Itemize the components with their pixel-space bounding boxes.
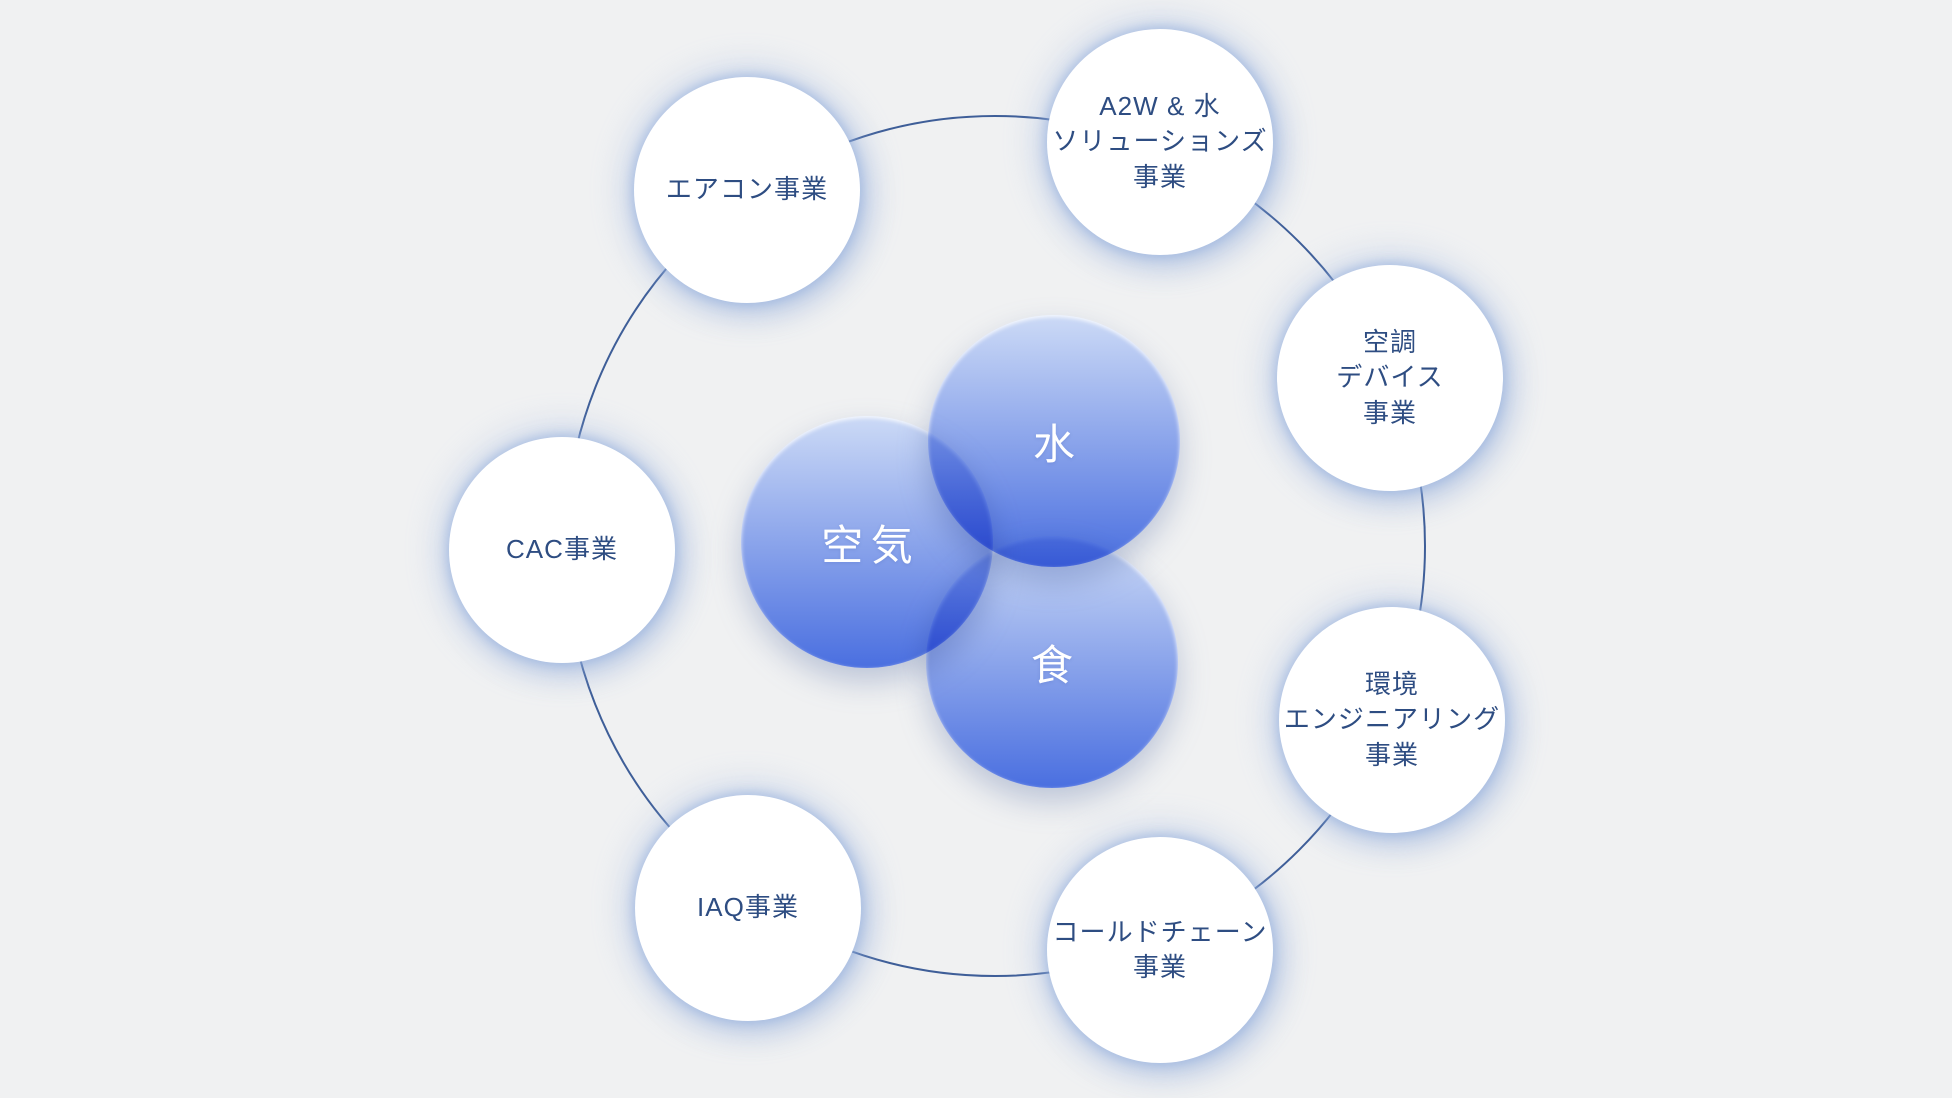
- business-circle-cac: CAC事業: [449, 437, 675, 663]
- business-label-iaq: IAQ事業: [697, 892, 799, 923]
- business-circle-environmental-engineering: 環境 エンジニアリング 事業: [1279, 607, 1505, 833]
- business-label-aircon: エアコン事業: [665, 174, 829, 205]
- business-label-hvac-device: 空調 デバイス 事業: [1336, 327, 1444, 428]
- business-label-cac: CAC事業: [505, 534, 619, 565]
- business-circle-hvac-device: 空調 デバイス 事業: [1277, 265, 1503, 491]
- business-circle-aircon: エアコン事業: [634, 77, 860, 303]
- business-label-environmental-engineering: 環境 エンジニアリング 事業: [1283, 669, 1501, 770]
- business-label-cold-chain: コールドチェーン 事業: [1052, 916, 1268, 982]
- business-circle-cold-chain: コールドチェーン 事業: [1047, 837, 1273, 1063]
- business-circle-a2w-water-solutions: A2W & 水 ソリューションズ 事業: [1047, 29, 1273, 255]
- business-label-a2w-water-solutions: A2W & 水 ソリューションズ 事業: [1052, 91, 1268, 192]
- business-circle-iaq: IAQ事業: [635, 795, 861, 1021]
